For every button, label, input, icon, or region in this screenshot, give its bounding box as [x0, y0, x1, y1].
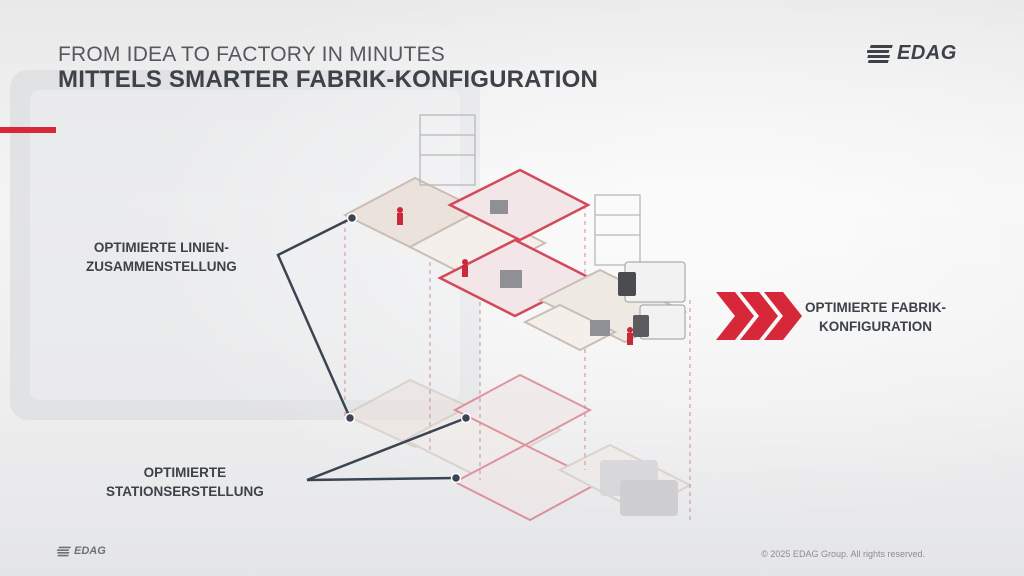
edag-logo-text: EDAG — [897, 42, 957, 64]
connector-dot — [460, 412, 472, 424]
footer-logo-text: EDAG — [74, 545, 106, 557]
connector-dot — [346, 212, 358, 224]
label-station-creation-2: STATIONSERSTELLUNG — [106, 484, 264, 499]
edag-stripes-icon — [867, 44, 893, 63]
slide-title-line2: MITTELS SMARTER FABRIK-KONFIGURATION — [58, 66, 599, 93]
label-factory-config: OPTIMIERTE FABRIK- KONFIGURATION — [805, 298, 946, 336]
connector-dot — [450, 472, 462, 484]
label-connectors — [276, 216, 467, 482]
edag-logo: EDAG — [867, 42, 957, 65]
label-line-assembly: OPTIMIERTE LINIEN- ZUSAMMENSTELLUNG — [86, 238, 237, 276]
chevron-arrows-icon — [716, 292, 802, 340]
label-line-assembly-2: ZUSAMMENSTELLUNG — [86, 259, 237, 274]
footer-logo: EDAG — [57, 545, 106, 557]
factory-lower-level — [342, 373, 693, 522]
label-station-creation: OPTIMIERTE STATIONSERSTELLUNG — [106, 463, 264, 501]
label-factory-config-2: KONFIGURATION — [819, 319, 932, 334]
accent-bar — [0, 127, 56, 133]
slide-title-line1: FROM IDEA TO FACTORY IN MINUTES — [58, 43, 445, 66]
label-station-creation-1: OPTIMIERTE — [143, 465, 227, 480]
label-factory-config-1: OPTIMIERTE FABRIK- — [805, 300, 946, 315]
connector-dot — [344, 412, 356, 424]
factory-upper-level — [342, 114, 688, 352]
copyright-text: © 2025 EDAG Group. All rights reserved. — [761, 549, 925, 559]
label-line-assembly-1: OPTIMIERTE LINIEN- — [93, 240, 229, 255]
edag-stripes-icon — [57, 546, 71, 556]
